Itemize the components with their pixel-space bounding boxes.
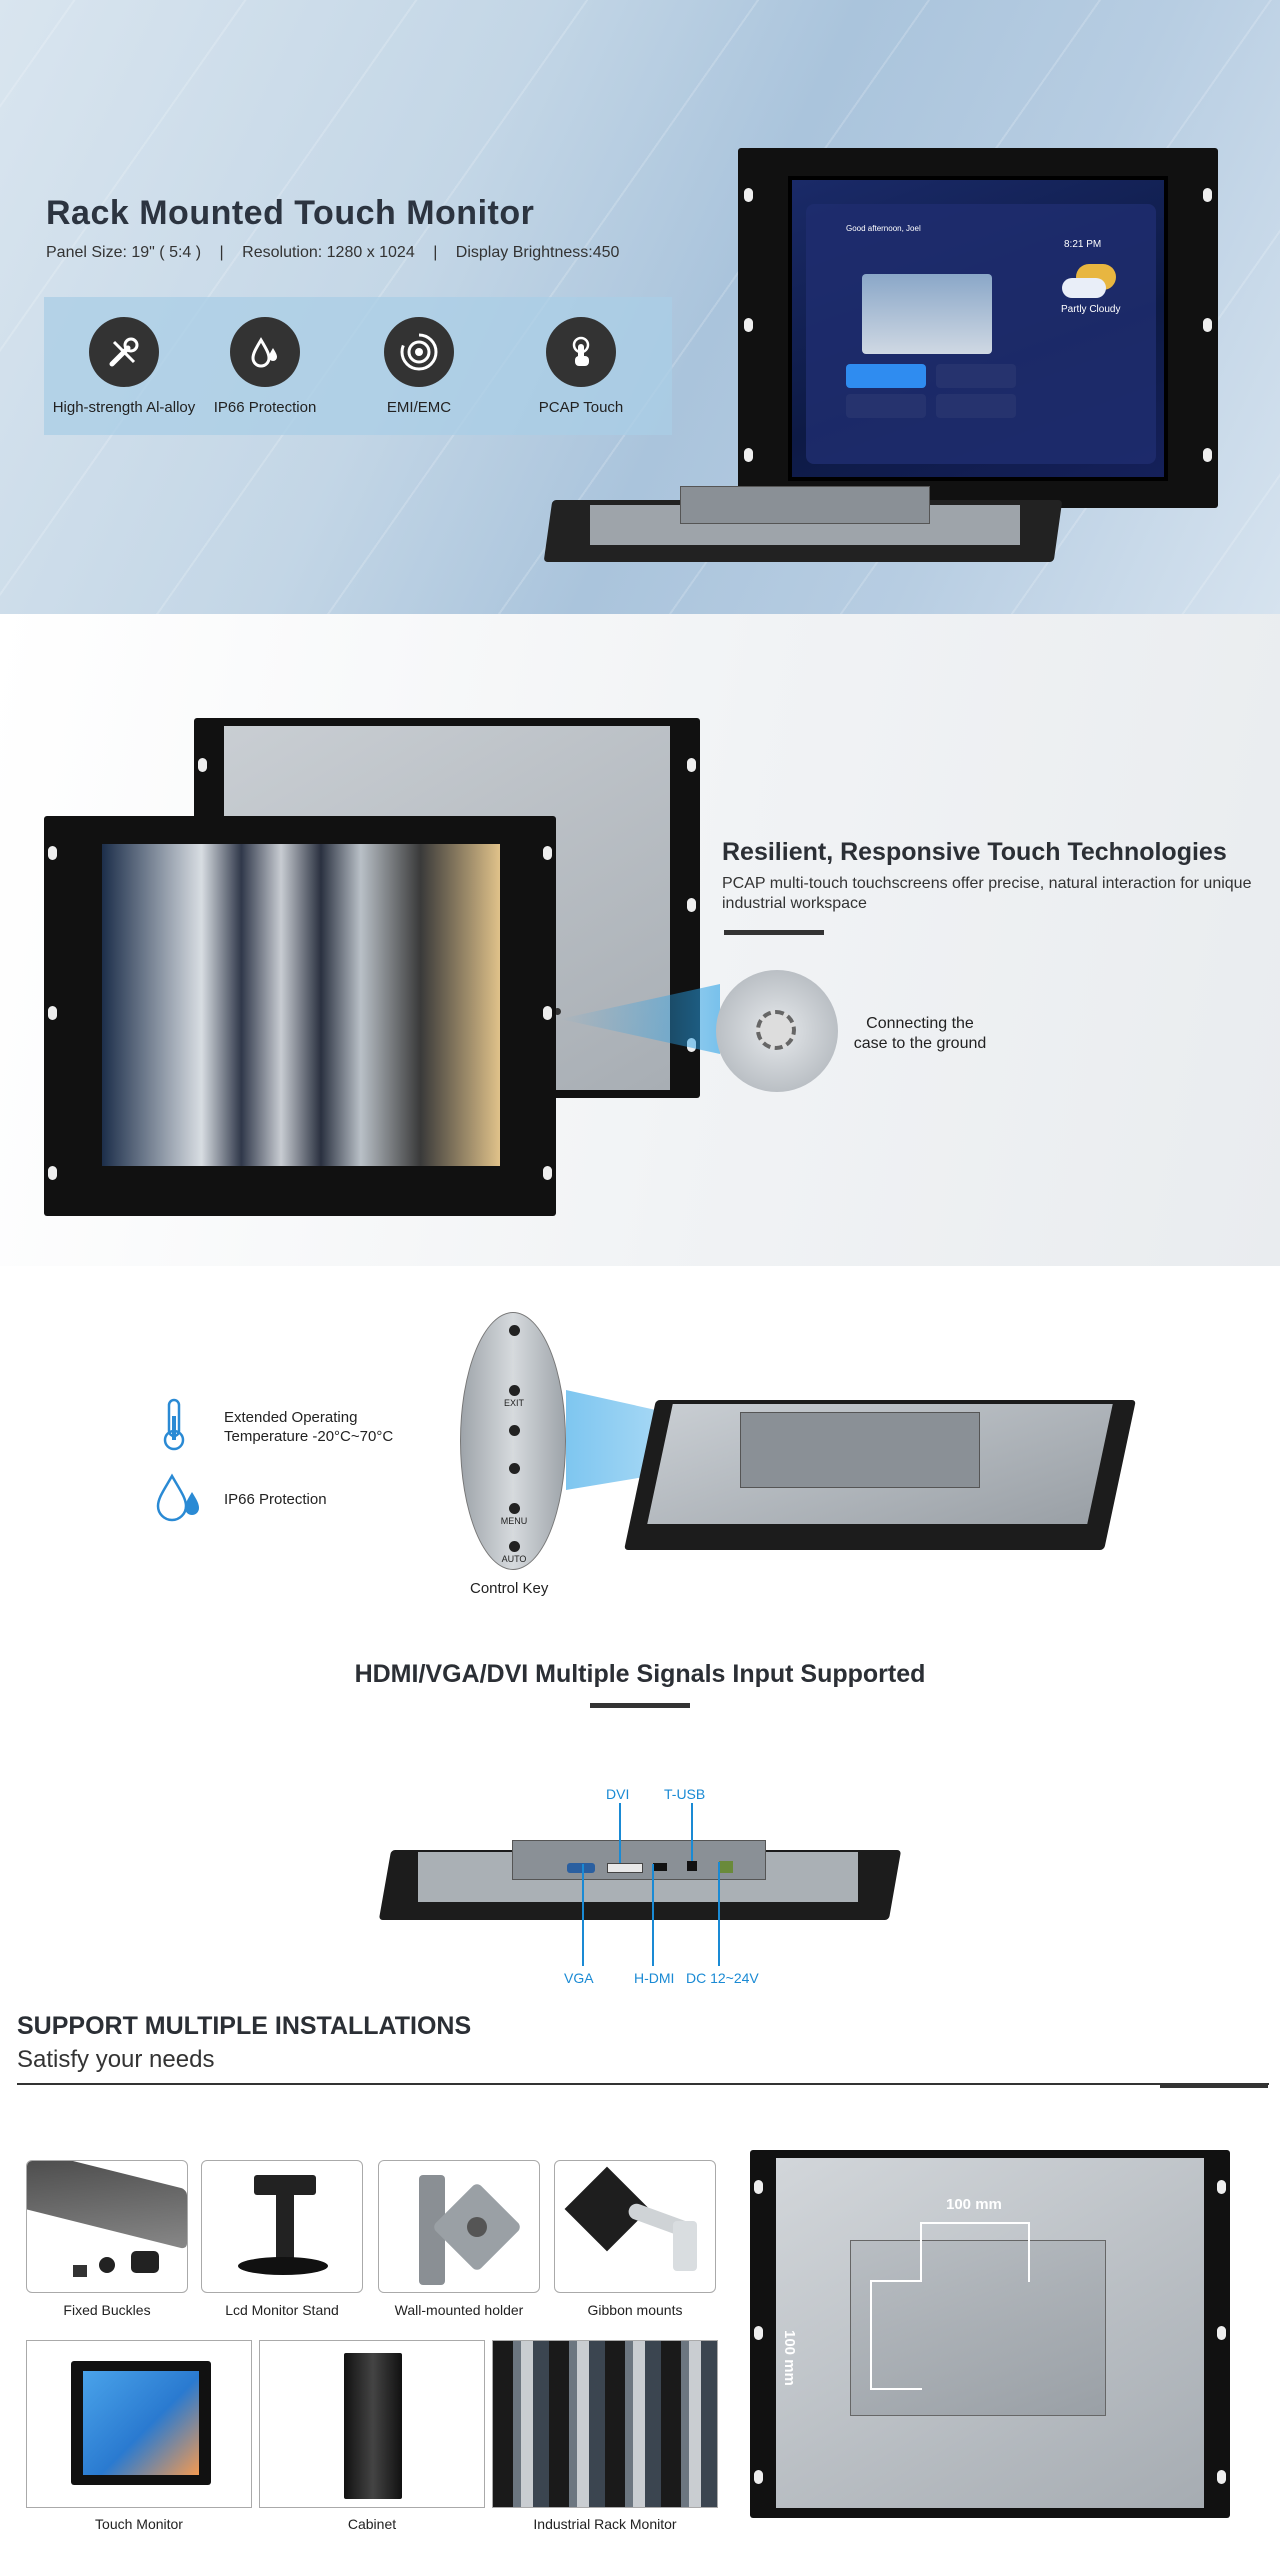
wrench-screwdriver-icon — [89, 317, 159, 387]
screen-greeting: Good afternoon, Joel — [846, 224, 921, 233]
signals-title: HDMI/VGA/DVI Multiple Signals Input Supp… — [354, 1660, 926, 1688]
ground-screw-dot — [554, 1008, 561, 1015]
hero-screen: Good afternoon, Joel 8:21 PM Partly Clou… — [788, 176, 1168, 481]
vga-port — [567, 1863, 595, 1873]
ground-note: Connecting the case to the ground — [853, 1015, 987, 1052]
feature-label: PCAP Touch — [538, 399, 624, 416]
touch-section: Connecting the case to the ground — [0, 614, 1280, 1266]
spec-resolution: Resolution: 1280 x 1024 — [242, 244, 415, 261]
spec-panel-size: Panel Size: 19" ( 5:4 ) — [46, 244, 202, 261]
io-box — [512, 1840, 766, 1880]
spec-separator: | — [433, 244, 438, 261]
left-button[interactable] — [509, 1463, 520, 1474]
buckle-icon — [73, 2265, 87, 2277]
hdmi-port — [653, 1863, 667, 1871]
installations-subheading: Satisfy your needs — [17, 2046, 215, 2073]
install-option-wall-holder[interactable] — [378, 2160, 540, 2293]
port-label-tusb: T-USB — [664, 1786, 706, 1802]
buckle-icon — [131, 2251, 159, 2273]
key-label: AUTO — [501, 1554, 527, 1564]
install-option-monitor-stand[interactable] — [201, 2160, 363, 2293]
room-image — [862, 274, 992, 354]
dvi-port — [607, 1863, 643, 1873]
install-caption: Industrial Rack Monitor — [533, 2516, 677, 2532]
spec-separator: | — [219, 244, 224, 261]
title-underline — [590, 1703, 690, 1708]
feature-ip66: IP66 Protection — [190, 317, 340, 416]
vesa-box — [850, 2240, 1106, 2416]
feature-label: High-strength Al-alloy — [52, 399, 196, 416]
dc-port — [719, 1861, 733, 1873]
hero-monitor: Good afternoon, Joel 8:21 PM Partly Clou… — [738, 148, 1218, 508]
io-box — [740, 1412, 980, 1488]
title-underline — [724, 930, 824, 935]
install-caption: Gibbon mounts — [587, 2302, 683, 2318]
ground-screw-zoom — [716, 970, 838, 1092]
page-title: Rack Mounted Touch Monitor — [46, 194, 535, 232]
install-option-cabinet[interactable] — [259, 2340, 485, 2508]
screen-tile — [846, 394, 926, 418]
key-label: EXIT — [503, 1398, 524, 1408]
touch-description: PCAP multi-touch touchscreens offer prec… — [722, 875, 1252, 912]
touch-title: Resilient, Responsive Touch Technologies — [722, 838, 1227, 866]
vesa-rear-monitor: 100 mm 100 mm — [750, 2150, 1230, 2518]
screen-tile — [936, 394, 1016, 418]
temperature-spec: Extended Operating Temperature -20°C~70°… — [224, 1409, 394, 1445]
feature-al-alloy: High-strength Al-alloy — [49, 317, 199, 416]
install-option-industrial-rack[interactable] — [492, 2340, 718, 2508]
thermometer-icon — [160, 1398, 188, 1457]
port-label-vga: VGA — [564, 1970, 594, 1986]
feature-label: IP66 Protection — [213, 399, 317, 416]
signal-icon — [384, 317, 454, 387]
install-caption: Fixed Buckles — [63, 2302, 151, 2318]
buckle-icon — [99, 2257, 115, 2273]
install-option-touch-monitor[interactable] — [26, 2340, 252, 2508]
feature-label: EMI/EMC — [386, 399, 452, 416]
control-key-label: Control Key — [470, 1580, 549, 1597]
port-label-dvi: DVI — [606, 1786, 630, 1802]
key-label: MENU — [500, 1516, 528, 1526]
vesa-height-label: 100 mm — [781, 2330, 798, 2386]
spec-line: Panel Size: 19" ( 5:4 ) | Resolution: 12… — [46, 244, 619, 262]
feature-pcap-touch: PCAP Touch — [506, 317, 656, 416]
right-button[interactable] — [509, 1425, 520, 1436]
screen-time: 8:21 PM — [1064, 239, 1102, 250]
divider-accent — [1160, 2083, 1268, 2088]
io-box — [680, 486, 930, 524]
feature-panel: High-strength Al-alloy IP66 Protection E… — [44, 297, 672, 435]
front-monitor — [44, 816, 556, 1216]
ip66-spec: IP66 Protection — [224, 1491, 327, 1508]
usb-port — [687, 1861, 697, 1871]
control-key-zoom: EXIT MENU AUTO — [460, 1312, 566, 1570]
vesa-width-label: 100 mm — [946, 2196, 1002, 2213]
hero-section: Rack Mounted Touch Monitor Panel Size: 1… — [0, 0, 1280, 614]
divider — [17, 2083, 1269, 2085]
install-option-gibbon-mount[interactable] — [554, 2160, 716, 2293]
screen-tile — [936, 364, 1016, 388]
screen-tile — [846, 364, 926, 388]
install-option-fixed-buckles[interactable] — [26, 2160, 188, 2293]
touch-finger-icon — [546, 317, 616, 387]
cloud-icon — [1062, 278, 1106, 298]
install-caption: Touch Monitor — [95, 2516, 183, 2532]
screen-weather: Partly Cloudy — [1061, 304, 1121, 315]
port-label-hdmi: H-DMI — [634, 1970, 675, 1986]
install-caption: Wall-mounted holder — [394, 2302, 524, 2318]
port-label-dc: DC 12~24V — [686, 1970, 759, 1986]
spec-brightness: Display Brightness:450 — [455, 244, 620, 261]
water-drops-icon — [230, 317, 300, 387]
water-drops-icon — [152, 1472, 208, 1531]
menu-button[interactable] — [509, 1503, 520, 1514]
auto-button[interactable] — [509, 1541, 520, 1552]
exit-button[interactable] — [509, 1385, 520, 1396]
server-rack-image — [102, 844, 500, 1166]
install-caption: Lcd Monitor Stand — [225, 2302, 339, 2318]
feature-emi-emc: EMI/EMC — [344, 317, 494, 416]
power-button[interactable] — [509, 1325, 520, 1336]
install-caption: Cabinet — [347, 2516, 397, 2532]
installations-heading: SUPPORT MULTIPLE INSTALLATIONS — [17, 2012, 472, 2040]
